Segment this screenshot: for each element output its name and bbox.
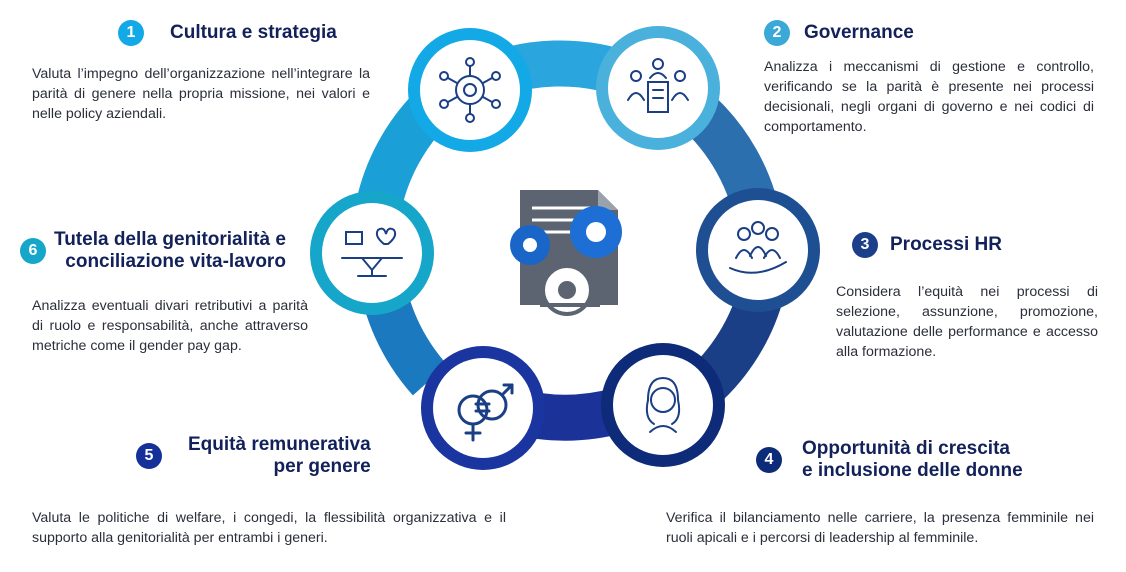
step-6-description: Analizza eventuali divari retributivi a … bbox=[32, 298, 308, 354]
gender-equal-icon bbox=[457, 383, 514, 442]
step-number-badge: 6 bbox=[20, 238, 46, 264]
step-3-description: Considera l’equità nei processi di selez… bbox=[836, 284, 1098, 360]
node-1 bbox=[408, 28, 532, 152]
node-3 bbox=[696, 188, 820, 312]
step-number-badge: 4 bbox=[756, 447, 782, 473]
step-4-header: 4 Opportunità di crescita e inclusione d… bbox=[756, 438, 1023, 482]
network-gear-icon bbox=[439, 57, 501, 123]
step-4-title-line1: Opportunità di crescita bbox=[802, 438, 1010, 459]
hand-team-icon bbox=[729, 221, 787, 274]
step-number-badge: 3 bbox=[852, 232, 878, 258]
step-2-header: 2 Governance bbox=[764, 20, 914, 46]
step-5-description: Valuta le politiche di welfare, i conged… bbox=[32, 510, 506, 546]
building-people-icon bbox=[627, 58, 689, 113]
step-1-title: Cultura e strategia bbox=[170, 22, 337, 43]
node-6 bbox=[310, 191, 434, 315]
step-3-header: 3 Processi HR bbox=[852, 232, 1002, 258]
step-2-description: Analizza i meccanismi di gestione e cont… bbox=[764, 59, 1094, 135]
node-5 bbox=[421, 346, 545, 470]
step-number-badge: 5 bbox=[136, 443, 162, 469]
step-number-badge: 2 bbox=[764, 20, 790, 46]
step-5-title-line1: Equità remunerativa bbox=[188, 434, 371, 455]
step-6-title: Tutela della genitorialità e conciliazio… bbox=[54, 229, 286, 273]
step-6-title-line2: conciliazione vita-lavoro bbox=[65, 251, 286, 272]
document-gears-icon bbox=[510, 190, 622, 316]
step-4-title: Opportunità di crescita e inclusione del… bbox=[802, 438, 1023, 482]
step-5-title-line2: per genere bbox=[273, 456, 371, 477]
step-1-description: Valuta l’impegno dell’organizzazione nel… bbox=[32, 66, 370, 122]
step-5-header: 5 Equità remunerativa per genere bbox=[136, 434, 371, 478]
balance-scale-icon bbox=[341, 227, 403, 277]
step-4-description: Verifica il bilanciamento nelle carriere… bbox=[666, 510, 1094, 546]
step-2-title: Governance bbox=[804, 22, 914, 43]
woman-face-icon bbox=[645, 376, 681, 433]
step-6-header: 6 Tutela della genitorialità e conciliaz… bbox=[20, 229, 286, 273]
step-5-title: Equità remunerativa per genere bbox=[188, 434, 371, 478]
step-6-title-line1: Tutela della genitorialità e bbox=[54, 229, 286, 250]
step-3-title: Processi HR bbox=[890, 234, 1002, 255]
step-1-header: 1 Cultura e strategia bbox=[118, 20, 337, 46]
step-4-title-line2: e inclusione delle donne bbox=[802, 460, 1023, 481]
node-4 bbox=[601, 343, 725, 467]
node-2 bbox=[596, 26, 720, 150]
step-number-badge: 1 bbox=[118, 20, 144, 46]
